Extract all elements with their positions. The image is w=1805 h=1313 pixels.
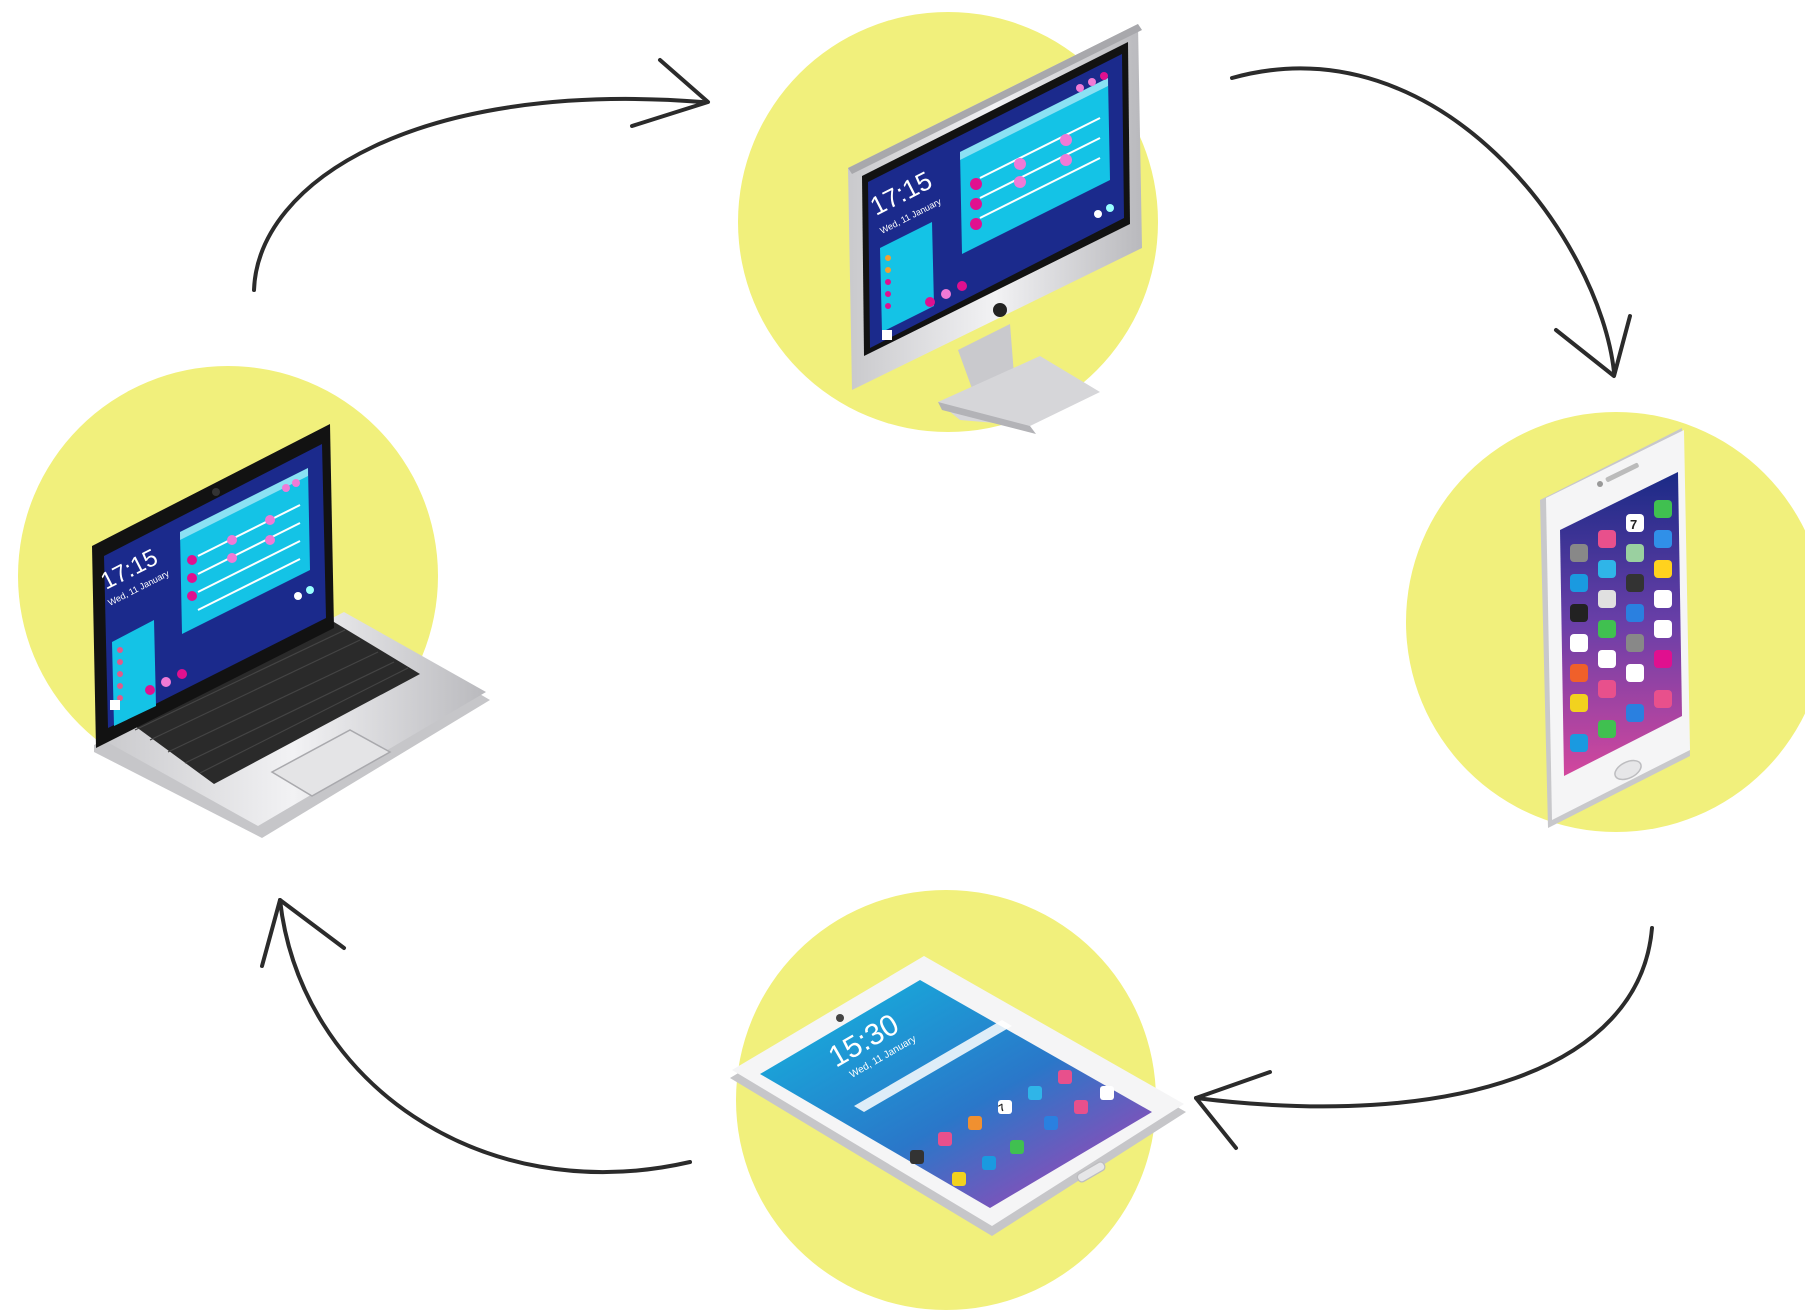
- tablet-illustration: 7 15:30 Wed, 11 January: [730, 956, 1186, 1236]
- tablet-camera: [836, 1014, 844, 1022]
- phone-app-grid: [1570, 500, 1672, 752]
- arrow-tablet-to-laptop: [260, 898, 692, 1174]
- tablet-screen: [760, 980, 1152, 1208]
- tablet-home-button[interactable]: [1076, 1161, 1106, 1184]
- trackpad: [270, 729, 392, 797]
- cycle-arrows: [252, 58, 1654, 1174]
- tablet-app-icons: [910, 1070, 1114, 1186]
- phone-screen: [1560, 472, 1682, 776]
- phone-home-button[interactable]: [1612, 757, 1644, 784]
- laptop-illustration: 17:15 Wed, 11 January: [92, 424, 490, 838]
- arrow-laptop-to-monitor: [252, 58, 710, 292]
- arrow-monitor-to-phone: [1230, 66, 1632, 378]
- laptop-dock: [110, 586, 314, 710]
- monitor-camera: [993, 303, 1007, 317]
- tablet-calendar-day: 7: [997, 1102, 1008, 1115]
- laptop-camera: [212, 488, 220, 496]
- smartphone-illustration: 7: [1540, 428, 1690, 828]
- arrow-phone-to-tablet: [1194, 926, 1654, 1150]
- laptop-list-rows: [197, 504, 301, 611]
- desktop-monitor-illustration: 17:15 Wed, 11 January: [848, 24, 1142, 434]
- phone-calendar-day: 7: [1630, 517, 1637, 532]
